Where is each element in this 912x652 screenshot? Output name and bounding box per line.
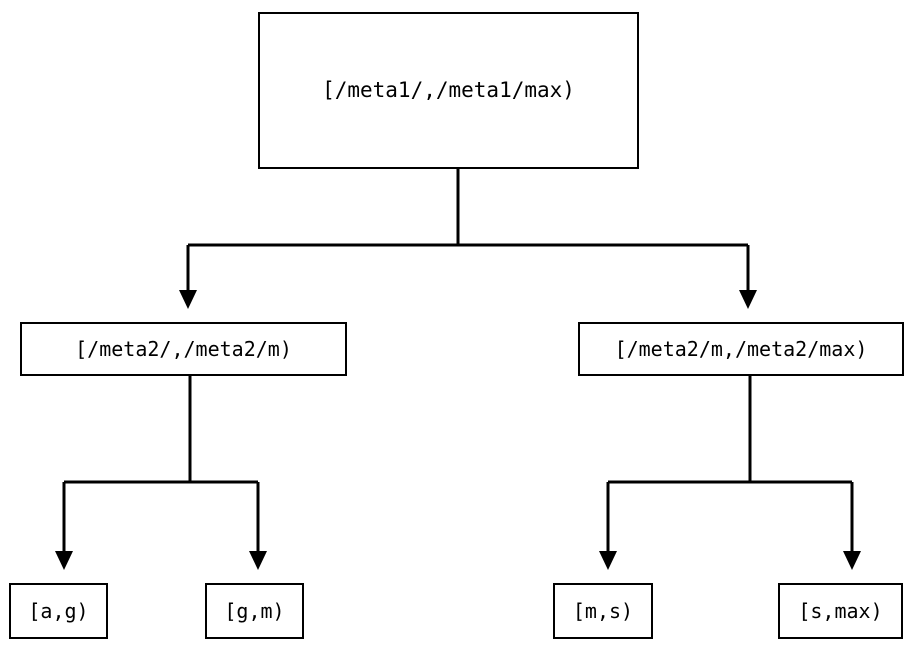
tree-node-leaf-s-max[interactable]: [s,max) — [778, 583, 903, 639]
tree-node-leaf-a-g-label: [a,g) — [28, 599, 89, 623]
arrowhead-to-leaf-m-s — [599, 551, 617, 570]
tree-node-leaf-m-s-label: [m,s) — [572, 599, 634, 623]
arrowhead-to-level2-right — [739, 290, 757, 309]
arrowhead-to-leaf-s-max — [843, 551, 861, 570]
tree-node-leaf-a-g[interactable]: [a,g) — [9, 583, 108, 639]
tree-node-leaf-s-max-label: [s,max) — [798, 599, 883, 623]
arrowhead-to-leaf-g-m — [249, 551, 267, 570]
tree-node-root-label: [/meta1/,/meta1/max) — [322, 78, 575, 102]
tree-node-leaf-g-m[interactable]: [g,m) — [205, 583, 304, 639]
arrowhead-to-level2-left — [179, 290, 197, 309]
arrowhead-to-leaf-a-g — [55, 551, 73, 570]
tree-node-leaf-g-m-label: [g,m) — [224, 599, 285, 623]
tree-node-leaf-m-s[interactable]: [m,s) — [553, 583, 653, 639]
tree-node-level2-left[interactable]: [/meta2/,/meta2/m) — [20, 322, 347, 376]
tree-node-level2-right-label: [/meta2/m,/meta2/max) — [614, 337, 868, 361]
tree-node-root[interactable]: [/meta1/,/meta1/max) — [258, 12, 639, 169]
tree-node-level2-right[interactable]: [/meta2/m,/meta2/max) — [578, 322, 904, 376]
tree-node-level2-left-label: [/meta2/,/meta2/m) — [75, 337, 292, 361]
